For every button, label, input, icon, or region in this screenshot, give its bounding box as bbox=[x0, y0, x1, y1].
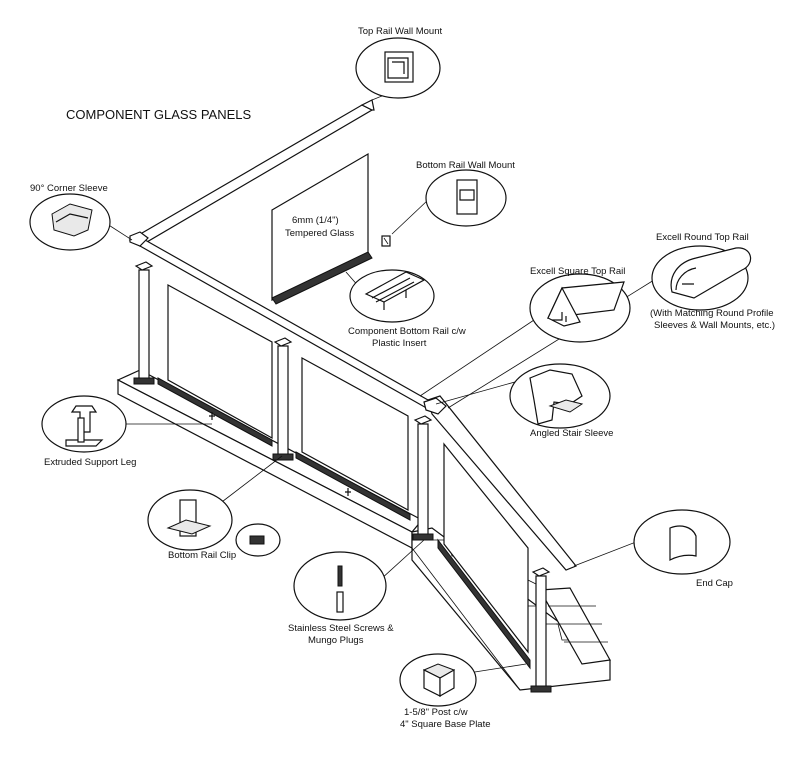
label-plastic-insert: Plastic Insert bbox=[372, 338, 427, 349]
label-corner-sleeve: 90° Corner Sleeve bbox=[30, 183, 108, 194]
label-end-cap: End Cap bbox=[696, 578, 733, 589]
diagram-title: COMPONENT GLASS PANELS bbox=[66, 107, 252, 122]
slab-clip-2 bbox=[345, 488, 351, 496]
label-round-profile-2: Sleeves & Wall Mounts, etc.) bbox=[654, 320, 775, 331]
bottom-rail-wall-mount-detail: Bottom Rail Wall Mount bbox=[416, 160, 515, 227]
label-top-rail-wall-mount: Top Rail Wall Mount bbox=[358, 26, 442, 37]
label-tempered-glass: Tempered Glass bbox=[285, 228, 354, 239]
slab-clip-1 bbox=[209, 412, 215, 420]
glass-panel-1 bbox=[167, 283, 273, 440]
label-post: 1-5/8" Post c/w bbox=[404, 707, 468, 718]
bottom-rails bbox=[157, 377, 531, 670]
label-glass-thickness: 6mm (1/4") bbox=[292, 215, 339, 226]
label-mungo-plugs: Mungo Plugs bbox=[308, 635, 364, 646]
label-angled-stair-sleeve: Angled Stair Sleeve bbox=[530, 428, 613, 439]
bottom-rail-wall-mount-fitting bbox=[381, 235, 391, 247]
label-screws: Stainless Steel Screws & bbox=[288, 623, 394, 634]
label-square-top-rail: Excell Square Top Rail bbox=[530, 266, 625, 277]
component-bottom-rail-detail: Component Bottom Rail c/w Plastic Insert bbox=[348, 269, 466, 349]
square-top-rail-detail: Excell Square Top Rail bbox=[529, 266, 631, 343]
top-rail-wall-mount-detail: Top Rail Wall Mount bbox=[355, 26, 442, 99]
glass-panel-3-stair bbox=[443, 442, 529, 654]
round-top-rail-detail: Excell Round Top Rail (With Matching Rou… bbox=[650, 232, 775, 331]
posts bbox=[133, 261, 552, 693]
end-cap-detail: End Cap bbox=[633, 509, 733, 589]
sample-glass-panel bbox=[271, 152, 373, 305]
railing-assembly bbox=[116, 99, 611, 693]
support-leg-detail: Extruded Support Leg bbox=[41, 395, 136, 468]
label-base-plate: 4" Square Base Plate bbox=[400, 719, 491, 730]
label-bottom-rail-wall-mount: Bottom Rail Wall Mount bbox=[416, 160, 515, 171]
label-support-leg: Extruded Support Leg bbox=[44, 457, 136, 468]
label-bottom-rail-clip: Bottom Rail Clip bbox=[168, 550, 236, 561]
label-component-bottom-rail: Component Bottom Rail c/w bbox=[348, 326, 466, 337]
label-round-top-rail: Excell Round Top Rail bbox=[656, 232, 749, 243]
bottom-rail-clip-detail: Bottom Rail Clip bbox=[147, 489, 281, 561]
stair-sleeve-block bbox=[423, 397, 447, 415]
screws-detail: Stainless Steel Screws & Mungo Plugs bbox=[288, 551, 394, 646]
label-round-profile-1: (With Matching Round Profile bbox=[650, 308, 774, 319]
glass-panel-2 bbox=[301, 356, 409, 512]
post-base-plate-detail: 1-5/8" Post c/w 4" Square Base Plate bbox=[399, 653, 491, 730]
angled-stair-sleeve-detail: Angled Stair Sleeve bbox=[509, 363, 613, 439]
corner-sleeve-detail: 90° Corner Sleeve bbox=[29, 183, 111, 251]
corner-sleeve-block bbox=[129, 231, 149, 247]
